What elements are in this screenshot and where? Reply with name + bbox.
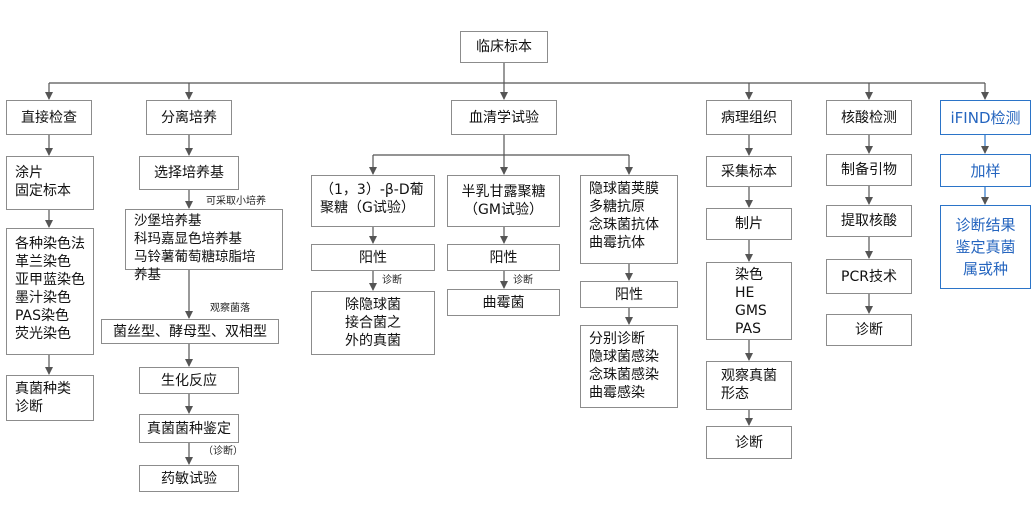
category-label: 病理组织 xyxy=(721,109,777,126)
root-box: 临床标本 xyxy=(460,31,548,63)
pathology-stain-box: 染色 HE GMS PAS xyxy=(706,262,792,340)
culture-select-text: 选择培养基 xyxy=(154,165,224,181)
culture-select-box: 选择培养基 xyxy=(139,156,239,190)
note-small-culture: 可采取小培养 xyxy=(206,196,266,207)
nucleic-pcr-text: PCR技术 xyxy=(841,268,897,285)
serology-dx-3: 分别诊断 隐球菌感染 念珠菌感染 曲霉感染 xyxy=(580,325,678,408)
category-label: 直接检查 xyxy=(21,109,77,126)
serology-antigen-text: 隐球菌荚膜 多糖抗原 念珠菌抗体 曲霉抗体 xyxy=(589,181,659,251)
category-ifind: iFIND检测 xyxy=(940,100,1031,135)
direct-smear-box: 涂片 固定标本 xyxy=(6,156,94,210)
serology-dx-2: 曲霉菌 xyxy=(447,289,560,316)
direct-result-text: 真菌种类 诊断 xyxy=(15,381,71,415)
serology-dx-1-text: 除隐球菌 接合菌之 外的真菌 xyxy=(345,297,401,349)
serology-positive-1: 阳性 xyxy=(311,244,435,271)
serology-antigen-box: 隐球菌荚膜 多糖抗原 念珠菌抗体 曲霉抗体 xyxy=(580,175,678,264)
nucleic-diagnosis-box: 诊断 xyxy=(826,314,912,346)
culture-identify-text: 真菌菌种鉴定 xyxy=(147,420,231,437)
culture-identify-box: 真菌菌种鉴定 xyxy=(139,414,239,443)
culture-drug-box: 药敏试验 xyxy=(139,465,239,492)
category-label: iFIND检测 xyxy=(950,108,1021,127)
nucleic-diagnosis-text: 诊断 xyxy=(855,322,883,338)
serology-positive-2: 阳性 xyxy=(447,244,560,271)
category-label: 分离培养 xyxy=(161,109,217,126)
culture-biochem-box: 生化反应 xyxy=(139,367,239,394)
direct-result-box: 真菌种类 诊断 xyxy=(6,375,94,421)
pathology-slide-box: 制片 xyxy=(706,208,792,240)
category-label: 血清学试验 xyxy=(469,109,539,126)
serology-g-test-box: （1，3）-β-D葡 聚糖（G试验） xyxy=(311,175,435,227)
culture-types-box: 菌丝型、酵母型、双相型 xyxy=(101,319,279,344)
serology-gm-test-text: 半乳甘露聚糖 （GM试验） xyxy=(461,184,546,218)
positive-label: 阳性 xyxy=(615,286,643,303)
culture-drug-text: 药敏试验 xyxy=(161,470,217,487)
ifind-result-box: 诊断结果 鉴定真菌 属或种 xyxy=(940,205,1031,289)
positive-label: 阳性 xyxy=(359,249,387,266)
pathology-diagnosis-box: 诊断 xyxy=(706,426,792,459)
root-label: 临床标本 xyxy=(476,39,532,55)
nucleic-extract-text: 提取核酸 xyxy=(841,213,897,229)
pathology-collect-text: 采集标本 xyxy=(721,163,777,180)
culture-types-text: 菌丝型、酵母型、双相型 xyxy=(113,323,267,340)
culture-biochem-text: 生化反应 xyxy=(161,372,217,389)
culture-media-text: 沙堡培养基 科玛嘉显色培养基 马铃薯葡萄糖琼脂培 养基 xyxy=(134,213,256,283)
category-culture: 分离培养 xyxy=(146,100,232,135)
note-diagnosis-1: 诊断 xyxy=(382,275,402,286)
nucleic-primer-box: 制备引物 xyxy=(826,154,912,186)
nucleic-extract-box: 提取核酸 xyxy=(826,205,912,237)
serology-dx-1: 除隐球菌 接合菌之 外的真菌 xyxy=(311,291,435,355)
direct-stains-text: 各种染色法 革兰染色 亚甲蓝染色 墨汁染色 PAS染色 荧光染色 xyxy=(15,236,85,342)
category-nucleic-acid: 核酸检测 xyxy=(826,100,912,135)
ifind-load-box: 加样 xyxy=(940,154,1031,187)
category-label: 核酸检测 xyxy=(841,109,897,126)
note-diagnosis: （诊断） xyxy=(203,446,243,457)
ifind-result-text: 诊断结果 鉴定真菌 属或种 xyxy=(955,216,1016,278)
serology-dx-2-text: 曲霉菌 xyxy=(482,294,525,311)
category-serology: 血清学试验 xyxy=(451,100,557,135)
direct-smear-text: 涂片 固定标本 xyxy=(15,165,71,199)
pathology-slide-text: 制片 xyxy=(735,216,763,232)
pathology-observe-text: 观察真菌 形态 xyxy=(721,368,777,402)
direct-stains-box: 各种染色法 革兰染色 亚甲蓝染色 墨汁染色 PAS染色 荧光染色 xyxy=(6,228,94,355)
culture-media-box: 沙堡培养基 科玛嘉显色培养基 马铃薯葡萄糖琼脂培 养基 xyxy=(125,209,283,283)
pathology-diagnosis-text: 诊断 xyxy=(735,434,763,451)
category-direct-exam: 直接检查 xyxy=(6,100,92,135)
note-observe-colony: 观察菌落 xyxy=(210,303,250,314)
pathology-collect-box: 采集标本 xyxy=(706,156,792,187)
category-pathology: 病理组织 xyxy=(706,100,792,135)
ifind-load-text: 加样 xyxy=(970,161,1001,180)
nucleic-pcr-box: PCR技术 xyxy=(826,259,912,294)
serology-g-test-text: （1，3）-β-D葡 聚糖（G试验） xyxy=(320,182,424,216)
pathology-observe-box: 观察真菌 形态 xyxy=(706,361,792,410)
positive-label: 阳性 xyxy=(489,249,518,266)
serology-dx-3-text: 分别诊断 隐球菌感染 念珠菌感染 曲霉感染 xyxy=(589,331,659,401)
nucleic-primer-text: 制备引物 xyxy=(841,162,897,178)
pathology-stain-text: 染色 HE GMS PAS xyxy=(735,267,767,337)
serology-positive-3: 阳性 xyxy=(580,281,678,308)
serology-gm-test-box: 半乳甘露聚糖 （GM试验） xyxy=(447,175,560,227)
note-diagnosis-2: 诊断 xyxy=(513,275,533,286)
